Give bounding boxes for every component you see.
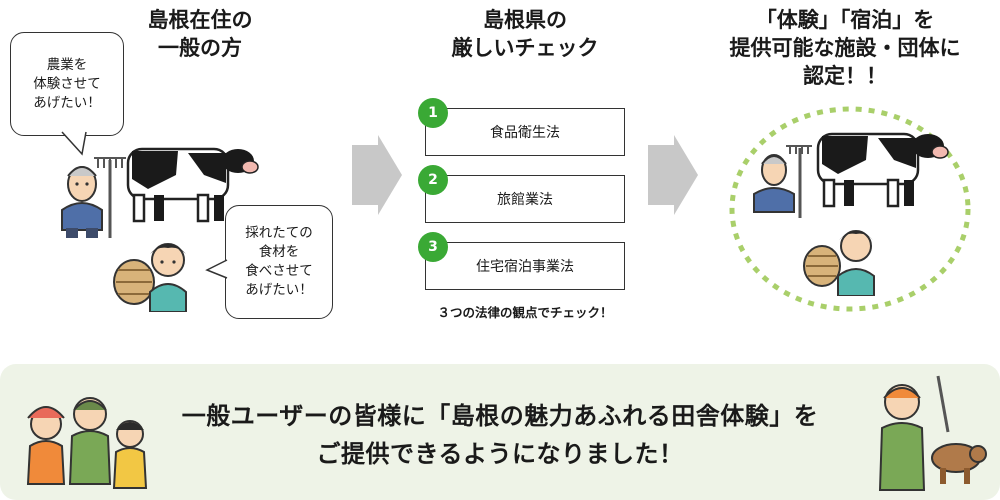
resident-title: 島根在住の 一般の方 bbox=[147, 8, 253, 60]
flow-arrow-2 bbox=[648, 135, 698, 215]
hunter-illustration bbox=[878, 375, 987, 491]
wreath-illustration bbox=[729, 106, 971, 312]
woman-speech-bubble: 採れたての 食材を 食べさせて あげたい！ bbox=[225, 205, 333, 319]
check-title: 島根県の 厳しいチェック bbox=[451, 8, 599, 60]
check-number-3: 3 bbox=[418, 232, 448, 262]
certified-cow-illustration bbox=[816, 132, 949, 208]
woman-bubble-tail bbox=[205, 259, 228, 279]
certified-woman-illustration bbox=[803, 230, 875, 296]
cow-illustration bbox=[126, 147, 259, 223]
announcement-banner bbox=[0, 364, 1000, 500]
family-illustration bbox=[26, 397, 148, 489]
certified-farmer-illustration bbox=[753, 145, 812, 218]
check-number-1: 1 bbox=[418, 98, 448, 128]
check-note: ３つの法律の観点でチェック！ bbox=[437, 305, 613, 320]
check-label-1: 食品衛生法 bbox=[490, 125, 560, 141]
check-box-3: 住宅宿泊事業法 bbox=[425, 242, 625, 290]
banner-message: 一般ユーザーの皆様に「島根の魅力あふれる田舎体験」を ご提供できるようになりまし… bbox=[181, 402, 819, 468]
check-number-2: 2 bbox=[418, 165, 448, 195]
farmer-bubble-tail bbox=[61, 131, 87, 156]
farmer-illustration bbox=[61, 157, 126, 238]
check-box-1: 食品衛生法 bbox=[425, 108, 625, 156]
check-label-2: 旅館業法 bbox=[497, 192, 553, 208]
certified-title: 「体験」「宿泊」を 提供可能な施設・団体に 認定！！ bbox=[729, 8, 961, 88]
check-label-3: 住宅宿泊事業法 bbox=[476, 259, 574, 275]
check-box-2: 旅館業法 bbox=[425, 175, 625, 223]
woman-illustration bbox=[113, 243, 187, 312]
farmer-speech-bubble: 農業を 体験させて あげたい！ bbox=[10, 32, 124, 136]
flow-arrow-1 bbox=[352, 135, 402, 215]
